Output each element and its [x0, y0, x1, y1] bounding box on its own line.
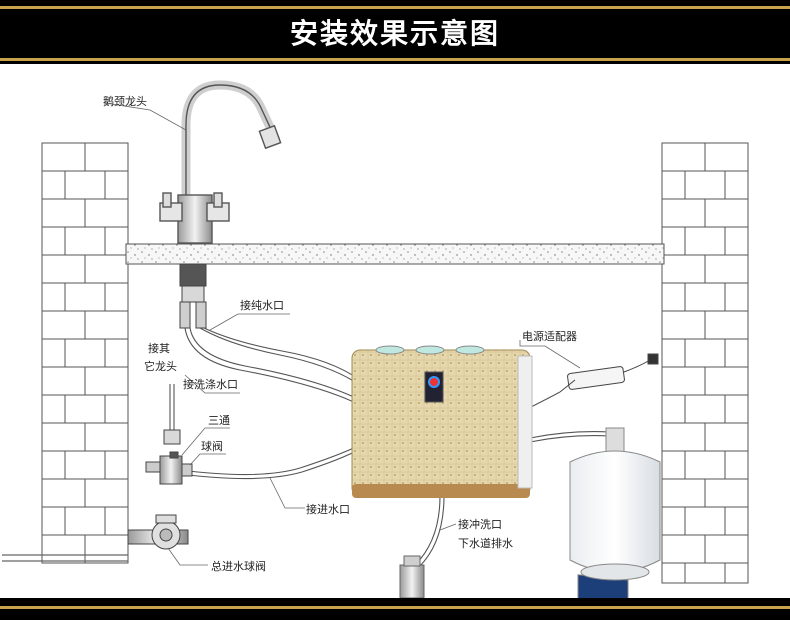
left-brick-wall	[41, 142, 129, 564]
header-gold-line-top	[0, 6, 790, 9]
left-floor-pipe	[2, 554, 128, 562]
label-ball-valve: 球阀	[201, 439, 223, 453]
water-purifier	[351, 345, 533, 498]
label-main-inlet-valve: 总进水球阀	[211, 559, 266, 573]
countertop	[125, 243, 665, 265]
drain-pipe	[399, 555, 425, 599]
label-drain: 下水道排水	[458, 536, 513, 550]
label-rinse-water-port: 接洗涤水口	[183, 377, 238, 391]
label-power-adapter: 电源适配器	[522, 329, 577, 343]
header-banner: 安装效果示意图	[0, 0, 790, 64]
pressure-tank	[569, 427, 661, 607]
label-other-faucet-line1: 接其	[148, 342, 170, 355]
gooseneck-faucet	[159, 80, 282, 244]
label-pure-water-port: 接纯水口	[240, 299, 284, 312]
right-brick-wall	[661, 142, 749, 584]
tubes	[169, 327, 611, 568]
main-inlet-ball-valve	[127, 514, 189, 550]
footer-banner	[0, 598, 790, 620]
header-gold-line-bottom	[0, 58, 790, 61]
page-title: 安装效果示意图	[289, 17, 500, 50]
faucet-connectors	[179, 263, 207, 329]
label-flush-port: 接冲洗口	[458, 517, 502, 531]
label-three-way: 三通	[208, 414, 230, 427]
label-gooseneck-faucet: 鹅颈龙头	[103, 94, 147, 108]
tee-and-ball-valve	[145, 429, 193, 485]
power-adapter	[559, 353, 659, 393]
label-other-faucet-line2: 它龙头	[144, 359, 177, 373]
label-inlet-port: 接进水口	[306, 503, 350, 516]
footer-gold-line	[0, 606, 790, 609]
leader-lines	[104, 102, 581, 566]
